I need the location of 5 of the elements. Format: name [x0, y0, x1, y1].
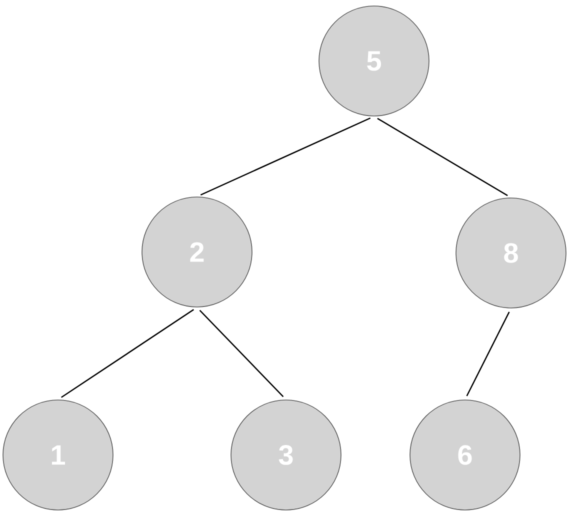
edge-line: [200, 117, 371, 196]
edge-line: [60, 309, 194, 398]
edge-line: [199, 310, 284, 398]
edge-line: [466, 312, 510, 396]
edge-line: [377, 118, 508, 196]
